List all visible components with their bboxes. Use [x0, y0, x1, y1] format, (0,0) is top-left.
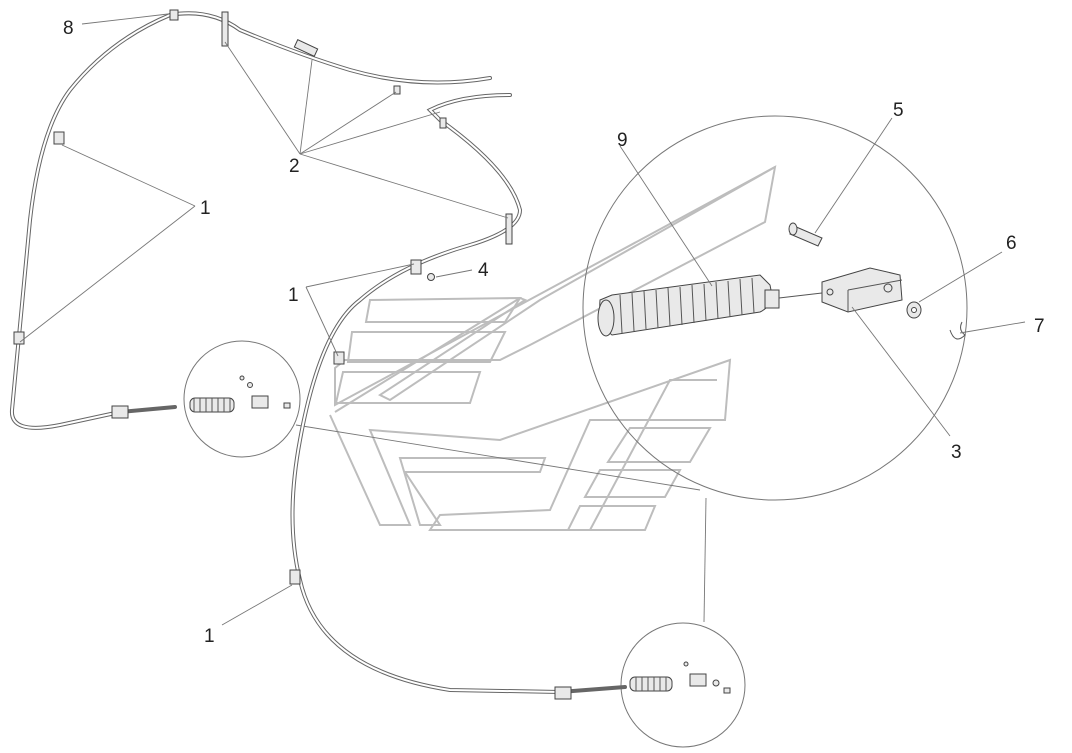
- callout-1-middle: 1: [288, 285, 299, 306]
- detail-connector-2: [703, 497, 707, 623]
- callout-1-upper: 1: [200, 198, 211, 219]
- clips: [13, 9, 513, 585]
- pin-part: [788, 222, 823, 247]
- boot-part: [597, 274, 823, 337]
- cable-lower: [290, 93, 627, 694]
- left-detail-parts: [111, 375, 291, 419]
- callout-7: 7: [1034, 316, 1045, 337]
- watermark-logo: [329, 165, 777, 531]
- callout-4: 4: [478, 260, 489, 281]
- callout-1-lower: 1: [204, 626, 215, 647]
- callout-2: 2: [289, 156, 300, 177]
- callout-6: 6: [1006, 233, 1017, 254]
- large-detail-parts: [597, 222, 966, 340]
- detail-circle-left: [183, 340, 301, 458]
- callout-3: 3: [951, 442, 962, 463]
- callout-8: 8: [63, 18, 74, 39]
- leader-lines: [19, 13, 1026, 626]
- bottom-detail-parts: [554, 661, 731, 700]
- detail-circle-bottom: [620, 622, 746, 748]
- cable-upper: [9, 11, 492, 430]
- cotter-pin-part: [949, 321, 966, 340]
- callout-9: 9: [617, 130, 628, 151]
- clevis-part: [821, 267, 903, 313]
- callout-5: 5: [893, 100, 904, 121]
- detail-view-circle: [582, 115, 968, 501]
- detail-connector: [295, 424, 701, 491]
